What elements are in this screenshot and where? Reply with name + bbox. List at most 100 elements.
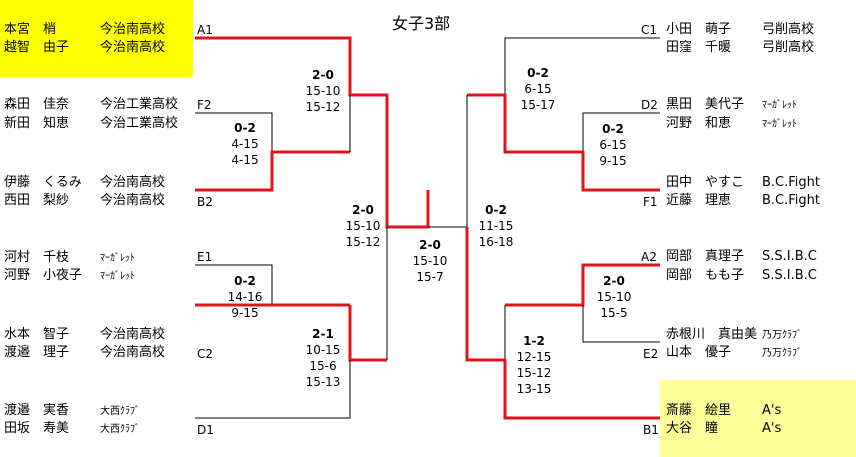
set-score: 2-0 xyxy=(352,203,374,217)
line-c2-adv xyxy=(348,305,387,362)
player-name: 河村 千枝 xyxy=(4,250,70,265)
player-name: 本宮 梢 xyxy=(4,22,57,37)
line-d2 xyxy=(582,112,660,152)
set-score: 0-2 xyxy=(527,66,549,80)
line-b1 xyxy=(465,227,660,420)
player-name: 伊藤 くるみ xyxy=(4,175,82,190)
player-name: 小田 萌子 xyxy=(666,22,732,37)
game-score: 15-5 xyxy=(600,306,628,320)
player-name: 近藤 理恵 xyxy=(666,193,732,208)
player-name: 赤根川 真由美 xyxy=(666,327,758,342)
player-name: 渡邉 理子 xyxy=(4,345,70,360)
seed-label: F1 xyxy=(643,195,658,209)
player-name: 岡部 もも子 xyxy=(666,268,745,283)
set-score: 0-2 xyxy=(234,274,256,288)
seed-label: E1 xyxy=(197,250,213,264)
match-score: 0-2 6-15 15-17 xyxy=(508,65,568,113)
set-score: 2-0 xyxy=(419,238,441,252)
game-score: 14-16 xyxy=(227,290,263,304)
winner-highlight-right xyxy=(660,380,856,457)
player-club: 今治南高校 xyxy=(100,22,166,37)
player-club: 乃万ｸﾗﾌﾞ xyxy=(762,348,802,359)
player-name: 西田 梨紗 xyxy=(4,193,70,208)
player-club: 今治南高校 xyxy=(100,193,166,208)
seed-label: B1 xyxy=(643,423,659,437)
game-score: 6-15 xyxy=(599,138,627,152)
match-score: 2-0 15-10 15-12 xyxy=(333,202,393,250)
player-club: 大西ｸﾗﾌﾞ xyxy=(100,406,140,417)
game-score: 15-10 xyxy=(412,254,448,268)
match-score: 0-2 4-15 4-15 xyxy=(215,120,275,168)
player-name: 大谷 瞳 xyxy=(666,421,719,436)
set-score: 2-1 xyxy=(312,327,334,341)
player-club: A's xyxy=(762,403,782,418)
player-club: 今治南高校 xyxy=(100,175,166,190)
seed-label: D1 xyxy=(197,423,214,437)
game-score: 16-18 xyxy=(478,235,514,249)
player-name: 河野 和恵 xyxy=(666,116,732,131)
player-club: 今治南高校 xyxy=(100,327,166,342)
match-score: 2-1 10-15 15-6 15-13 xyxy=(293,326,353,390)
player-club: 弓削高校 xyxy=(762,40,815,55)
bracket-title: 女子3部 xyxy=(392,14,451,33)
player-club: 今治南高校 xyxy=(100,40,166,55)
player-club: ﾏｰｶﾞﾚｯﾄ xyxy=(762,119,797,130)
match-score: 0-2 11-15 16-18 xyxy=(466,202,526,250)
player-club: 乃万ｸﾗﾌﾞ xyxy=(762,330,802,341)
game-score: 13-15 xyxy=(516,382,552,396)
game-score: 12-15 xyxy=(516,350,552,364)
game-score: 15-7 xyxy=(416,270,444,284)
game-score: 15-13 xyxy=(305,375,341,389)
seed-label: F2 xyxy=(197,98,212,112)
set-score: 0-2 xyxy=(485,203,507,217)
match-score: 2-0 15-10 15-12 xyxy=(293,67,353,115)
game-score: 4-15 xyxy=(231,137,259,151)
player-name: 田窪 千暖 xyxy=(666,40,732,55)
player-club: B.C.Fight xyxy=(762,193,820,208)
game-score: 15-10 xyxy=(345,219,381,233)
player-name: 渡邉 実香 xyxy=(4,403,70,418)
seed-label: D2 xyxy=(641,98,658,112)
player-name: 水本 智子 xyxy=(4,327,70,342)
seed-label: E2 xyxy=(643,347,659,361)
match-score: 0-2 14-16 9-15 xyxy=(215,273,275,321)
player-club: ﾏｰｶﾞﾚｯﾄ xyxy=(100,271,135,282)
player-name: 越智 由子 xyxy=(4,40,70,55)
player-club: 弓削高校 xyxy=(762,22,815,37)
player-club: S.S.I.B.C xyxy=(762,268,817,283)
set-score: 1-2 xyxy=(523,334,545,348)
game-score: 15-6 xyxy=(309,359,337,373)
player-name: 斎藤 絵里 xyxy=(666,403,732,418)
player-club: 今治工業高校 xyxy=(100,97,179,112)
set-score: 2-0 xyxy=(603,274,625,288)
game-score: 6-15 xyxy=(524,82,552,96)
player-club: B.C.Fight xyxy=(762,175,820,190)
line-d1 xyxy=(195,360,351,419)
line-f2 xyxy=(195,112,273,152)
seed-label: A2 xyxy=(641,250,657,264)
seed-label: C1 xyxy=(641,23,658,37)
line-a2 xyxy=(505,263,660,307)
match-score: 1-2 12-15 15-12 13-15 xyxy=(504,333,564,397)
set-score: 0-2 xyxy=(602,122,624,136)
player-club: 今治工業高校 xyxy=(100,116,179,131)
seed-label: B2 xyxy=(197,195,213,209)
seed-label: C2 xyxy=(197,347,214,361)
game-score: 9-15 xyxy=(599,154,627,168)
player-name: 黒田 美代子 xyxy=(666,97,745,112)
game-score: 15-10 xyxy=(305,84,341,98)
player-club: ﾏｰｶﾞﾚｯﾄ xyxy=(100,253,135,264)
game-score: 15-17 xyxy=(520,98,556,112)
player-name: 田坂 寿美 xyxy=(4,421,70,436)
player-club: ﾏｰｶﾞﾚｯﾄ xyxy=(762,100,797,111)
game-score: 11-15 xyxy=(478,219,514,233)
set-score: 0-2 xyxy=(234,121,256,135)
player-club: A's xyxy=(762,421,782,436)
game-score: 15-12 xyxy=(345,235,381,249)
game-score: 10-15 xyxy=(305,343,341,357)
player-club: 大西ｸﾗﾌﾞ xyxy=(100,424,140,435)
game-score: 9-15 xyxy=(231,306,259,320)
player-name: 新田 知恵 xyxy=(4,116,70,131)
final-score: 2-0 15-10 15-7 xyxy=(400,237,460,285)
